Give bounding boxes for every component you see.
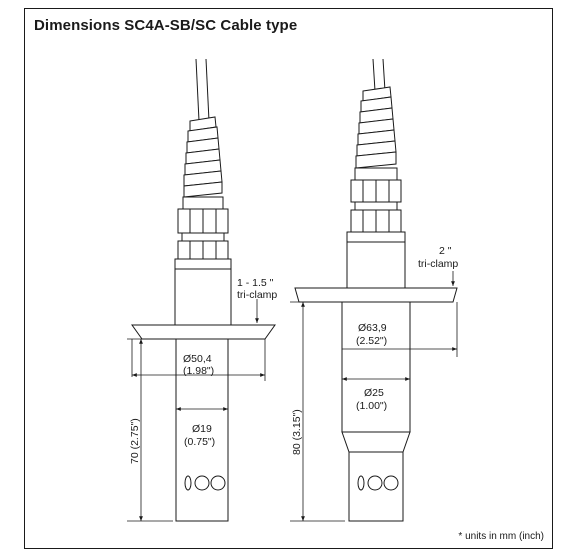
svg-text:Ø25: Ø25 [364,387,384,399]
svg-text:(0.75"): (0.75") [184,436,215,448]
svg-text:Ø50,4: Ø50,4 [183,353,212,365]
right-flange-diameter-label: Ø63,9 (2.52") [356,322,387,347]
right-dimension-lines [290,271,458,522]
right-strain-relief-spring [354,86,398,181]
left-housing [174,258,232,326]
left-dimension-lines [127,299,266,522]
left-strain-relief-spring [182,116,224,210]
svg-text:Ø19: Ø19 [192,423,212,435]
right-clamp-label: 2 " tri-clamp [418,245,458,270]
left-sensor [131,58,276,522]
svg-text:1 - 1.5 ": 1 - 1.5 " [237,277,274,289]
diagram-frame: Dimensions SC4A-SB/SC Cable type [24,8,553,549]
sensor-dimension-drawing: 1 - 1.5 " tri-clamp Ø50,4 (1.98") Ø19 (0… [127,58,458,522]
units-note: * units in mm (inch) [458,531,544,542]
right-upper-body [341,301,411,433]
svg-text:(2.52"): (2.52") [356,335,387,347]
svg-text:Ø63,9: Ø63,9 [358,322,387,334]
diagram-title: Dimensions SC4A-SB/SC Cable type [34,17,298,34]
right-cable [372,58,386,92]
right-taper [341,431,411,453]
left-sensor-holes [184,475,226,491]
svg-text:(1.98"): (1.98") [183,365,214,377]
left-clamp-label: 1 - 1.5 " tri-clamp [237,277,277,301]
right-sensor-holes [357,475,399,491]
svg-text:tri-clamp: tri-clamp [237,289,277,301]
right-tri-clamp-flange [294,287,458,303]
left-cable-gland [177,208,229,260]
svg-text:2 ": 2 " [439,245,452,257]
left-sensor-shaft [175,338,229,522]
right-length-label: 80 (3.15") [291,409,303,455]
svg-text:tri-clamp: tri-clamp [418,258,458,270]
left-cable [195,58,210,122]
left-flange-diameter-label: Ø50,4 (1.98") [183,353,214,377]
right-sensor [294,58,458,522]
left-body-diameter-label: Ø19 (0.75") [184,423,215,448]
right-body-diameter-label: Ø25 (1.00") [356,387,387,412]
right-cable-gland [350,179,402,233]
svg-text:(1.00"): (1.00") [356,400,387,412]
left-tri-clamp-flange [131,324,276,340]
left-length-label: 70 (2.75") [129,418,141,464]
